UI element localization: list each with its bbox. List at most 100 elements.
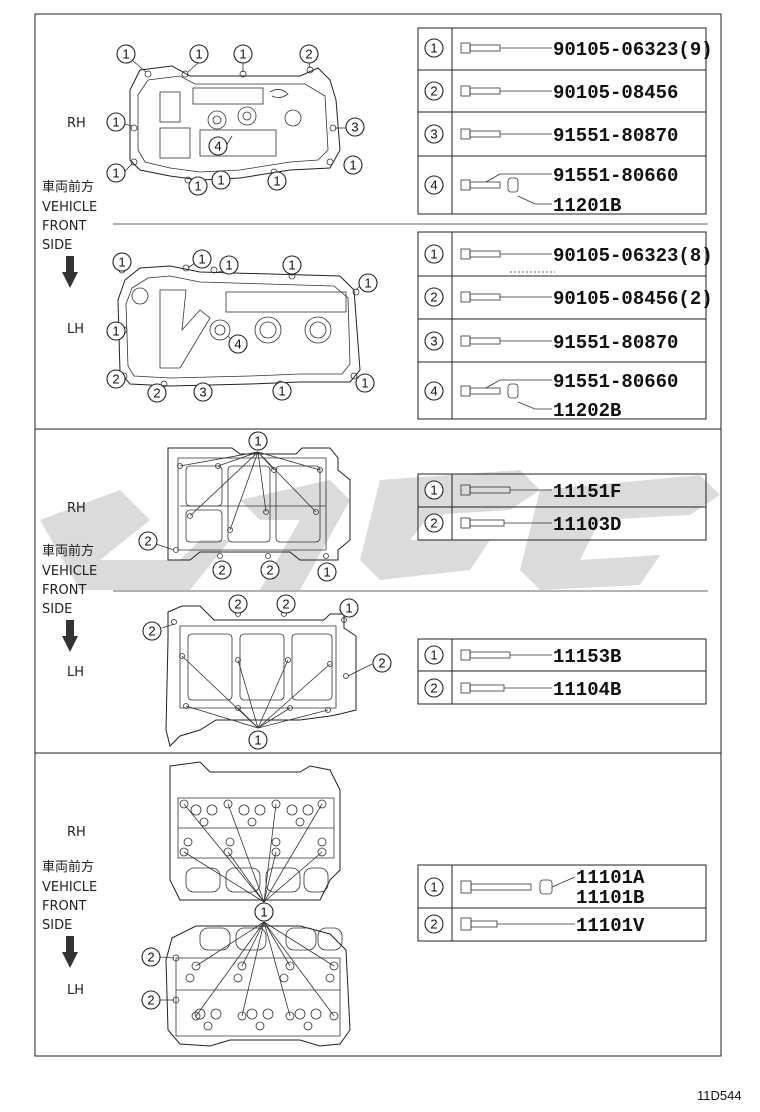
table-row: 4 91551-80660 11202B bbox=[424, 371, 678, 422]
rh-cam-housing-callouts: 1 2 2 2 1 bbox=[138, 431, 337, 582]
svg-text:1: 1 bbox=[195, 47, 202, 62]
bolt-with-washer-icon bbox=[460, 879, 553, 895]
svg-text:SIDE: SIDE bbox=[42, 918, 72, 933]
svg-text:2: 2 bbox=[144, 534, 151, 549]
svg-text:1: 1 bbox=[430, 247, 437, 262]
front-label: FRONT bbox=[42, 219, 86, 234]
svg-text:SIDE: SIDE bbox=[42, 602, 72, 617]
rh-cam-housing-drawing bbox=[155, 447, 351, 561]
svg-text:2: 2 bbox=[430, 84, 437, 99]
callout: 1 bbox=[106, 321, 126, 341]
lh-cam-housing-drawing bbox=[161, 605, 373, 747]
svg-text:1: 1 bbox=[112, 166, 119, 181]
svg-text:2: 2 bbox=[430, 917, 437, 932]
svg-text:1: 1 bbox=[254, 733, 261, 748]
table-row: 2 90105-08456 bbox=[424, 81, 678, 104]
part-number-2: 11202B bbox=[553, 400, 621, 422]
lh-cam-cover-callouts: 1 1 1 1 1 1 4 2 2 3 1 1 bbox=[106, 249, 378, 403]
down-arrow-icon bbox=[62, 620, 78, 652]
table-row: 2 11101V bbox=[424, 914, 645, 937]
part-number: 90105-06323(9) bbox=[553, 39, 713, 61]
callout: 1 bbox=[189, 44, 209, 64]
svg-text:3: 3 bbox=[430, 127, 437, 142]
part-number: 90105-06323(8) bbox=[553, 245, 713, 267]
figure-code: 11D544 bbox=[697, 1088, 742, 1103]
down-arrow-icon bbox=[62, 936, 78, 968]
callout: 1 bbox=[219, 255, 239, 275]
svg-text:2: 2 bbox=[430, 516, 437, 531]
svg-text:1: 1 bbox=[361, 376, 368, 391]
svg-text:2: 2 bbox=[147, 950, 154, 965]
outer-frame bbox=[34, 13, 722, 1057]
svg-text:2: 2 bbox=[282, 597, 289, 612]
callout: 2 bbox=[147, 383, 167, 403]
callout: 1 bbox=[282, 255, 302, 275]
lh-cam-housing-callouts: 2 2 1 2 2 1 bbox=[142, 594, 392, 750]
rh-label: RH bbox=[67, 116, 86, 131]
table-row: 1 90105-06323(9) bbox=[424, 38, 713, 61]
svg-text:4: 4 bbox=[430, 384, 437, 399]
callout: 1 bbox=[355, 373, 375, 393]
callout: 1 bbox=[358, 273, 378, 293]
side-labels-3: RH 車両前方 VEHICLE FRONT SIDE LH bbox=[42, 825, 97, 998]
callout: 2 bbox=[141, 990, 161, 1010]
rh-cam-cover-parts-table: 1 90105-06323(9) 2 90105-08456 3 91551-8… bbox=[417, 27, 713, 217]
down-arrow-icon bbox=[62, 256, 78, 288]
side-label: SIDE bbox=[42, 238, 72, 253]
vehicle-jp-label: 車両前方 bbox=[42, 179, 94, 195]
callout: 1 bbox=[248, 730, 268, 750]
rh-cam-cover-callouts: 1 1 1 2 1 3 1 4 1 1 1 1 bbox=[106, 44, 365, 196]
svg-text:2: 2 bbox=[218, 563, 225, 578]
svg-text:2: 2 bbox=[148, 624, 155, 639]
callout: 2 bbox=[141, 947, 161, 967]
svg-text:3: 3 bbox=[430, 334, 437, 349]
svg-text:1: 1 bbox=[217, 173, 224, 188]
svg-text:4: 4 bbox=[430, 178, 437, 193]
svg-text:LH: LH bbox=[67, 665, 84, 680]
side-labels-1: RH 車両前方 VEHICLE FRONT SIDE LH bbox=[42, 116, 97, 337]
part-number: 91551-80660 bbox=[553, 371, 678, 393]
bolt-icon bbox=[460, 517, 505, 529]
part-number: 11104B bbox=[553, 679, 621, 701]
lh-label: LH bbox=[67, 322, 84, 337]
svg-text:VEHICLE: VEHICLE bbox=[42, 564, 97, 579]
svg-text:1: 1 bbox=[254, 434, 261, 449]
svg-text:1: 1 bbox=[225, 258, 232, 273]
part-number-2: 11201B bbox=[553, 195, 621, 217]
callout: 1 bbox=[192, 249, 212, 269]
svg-text:1: 1 bbox=[198, 252, 205, 267]
svg-text:1: 1 bbox=[273, 174, 280, 189]
svg-text:車両前方: 車両前方 bbox=[42, 543, 94, 559]
vehicle-label: VEHICLE bbox=[42, 200, 97, 215]
head-bolt-parts-table: 1 11101A 11101B 2 11101V bbox=[417, 864, 707, 942]
callout: 1 bbox=[248, 431, 268, 451]
bolt-icon bbox=[460, 42, 501, 54]
callout: 1 bbox=[106, 163, 126, 183]
svg-text:FRONT: FRONT bbox=[42, 583, 86, 598]
callout: 1 bbox=[343, 155, 363, 175]
callout: 1 bbox=[116, 44, 136, 64]
svg-text:2: 2 bbox=[430, 290, 437, 305]
watermark-logo bbox=[40, 470, 720, 590]
callout: 4 bbox=[208, 136, 228, 156]
callout: 2 bbox=[299, 44, 319, 64]
rh-cylinder-head-drawing bbox=[169, 761, 341, 903]
svg-text:4: 4 bbox=[234, 337, 241, 352]
svg-text:RH: RH bbox=[67, 825, 86, 840]
svg-text:1: 1 bbox=[323, 565, 330, 580]
svg-text:1: 1 bbox=[288, 258, 295, 273]
callout: 2 bbox=[276, 594, 296, 614]
svg-text:2: 2 bbox=[147, 993, 154, 1008]
lh-cam-cover-parts-table: 1 90105-06323(8) 2 90105-08456(2) 3 9155… bbox=[417, 231, 713, 422]
svg-text:2: 2 bbox=[153, 386, 160, 401]
bolt-icon bbox=[460, 291, 501, 303]
callout: 2 bbox=[228, 594, 248, 614]
callout: 2 bbox=[260, 560, 280, 580]
part-number-2: 11101B bbox=[576, 887, 644, 909]
svg-text:2: 2 bbox=[266, 563, 273, 578]
bolt-icon bbox=[460, 682, 505, 694]
callout: 1 bbox=[233, 44, 253, 64]
svg-text:2: 2 bbox=[305, 47, 312, 62]
svg-text:2: 2 bbox=[378, 656, 385, 671]
svg-text:1: 1 bbox=[118, 255, 125, 270]
